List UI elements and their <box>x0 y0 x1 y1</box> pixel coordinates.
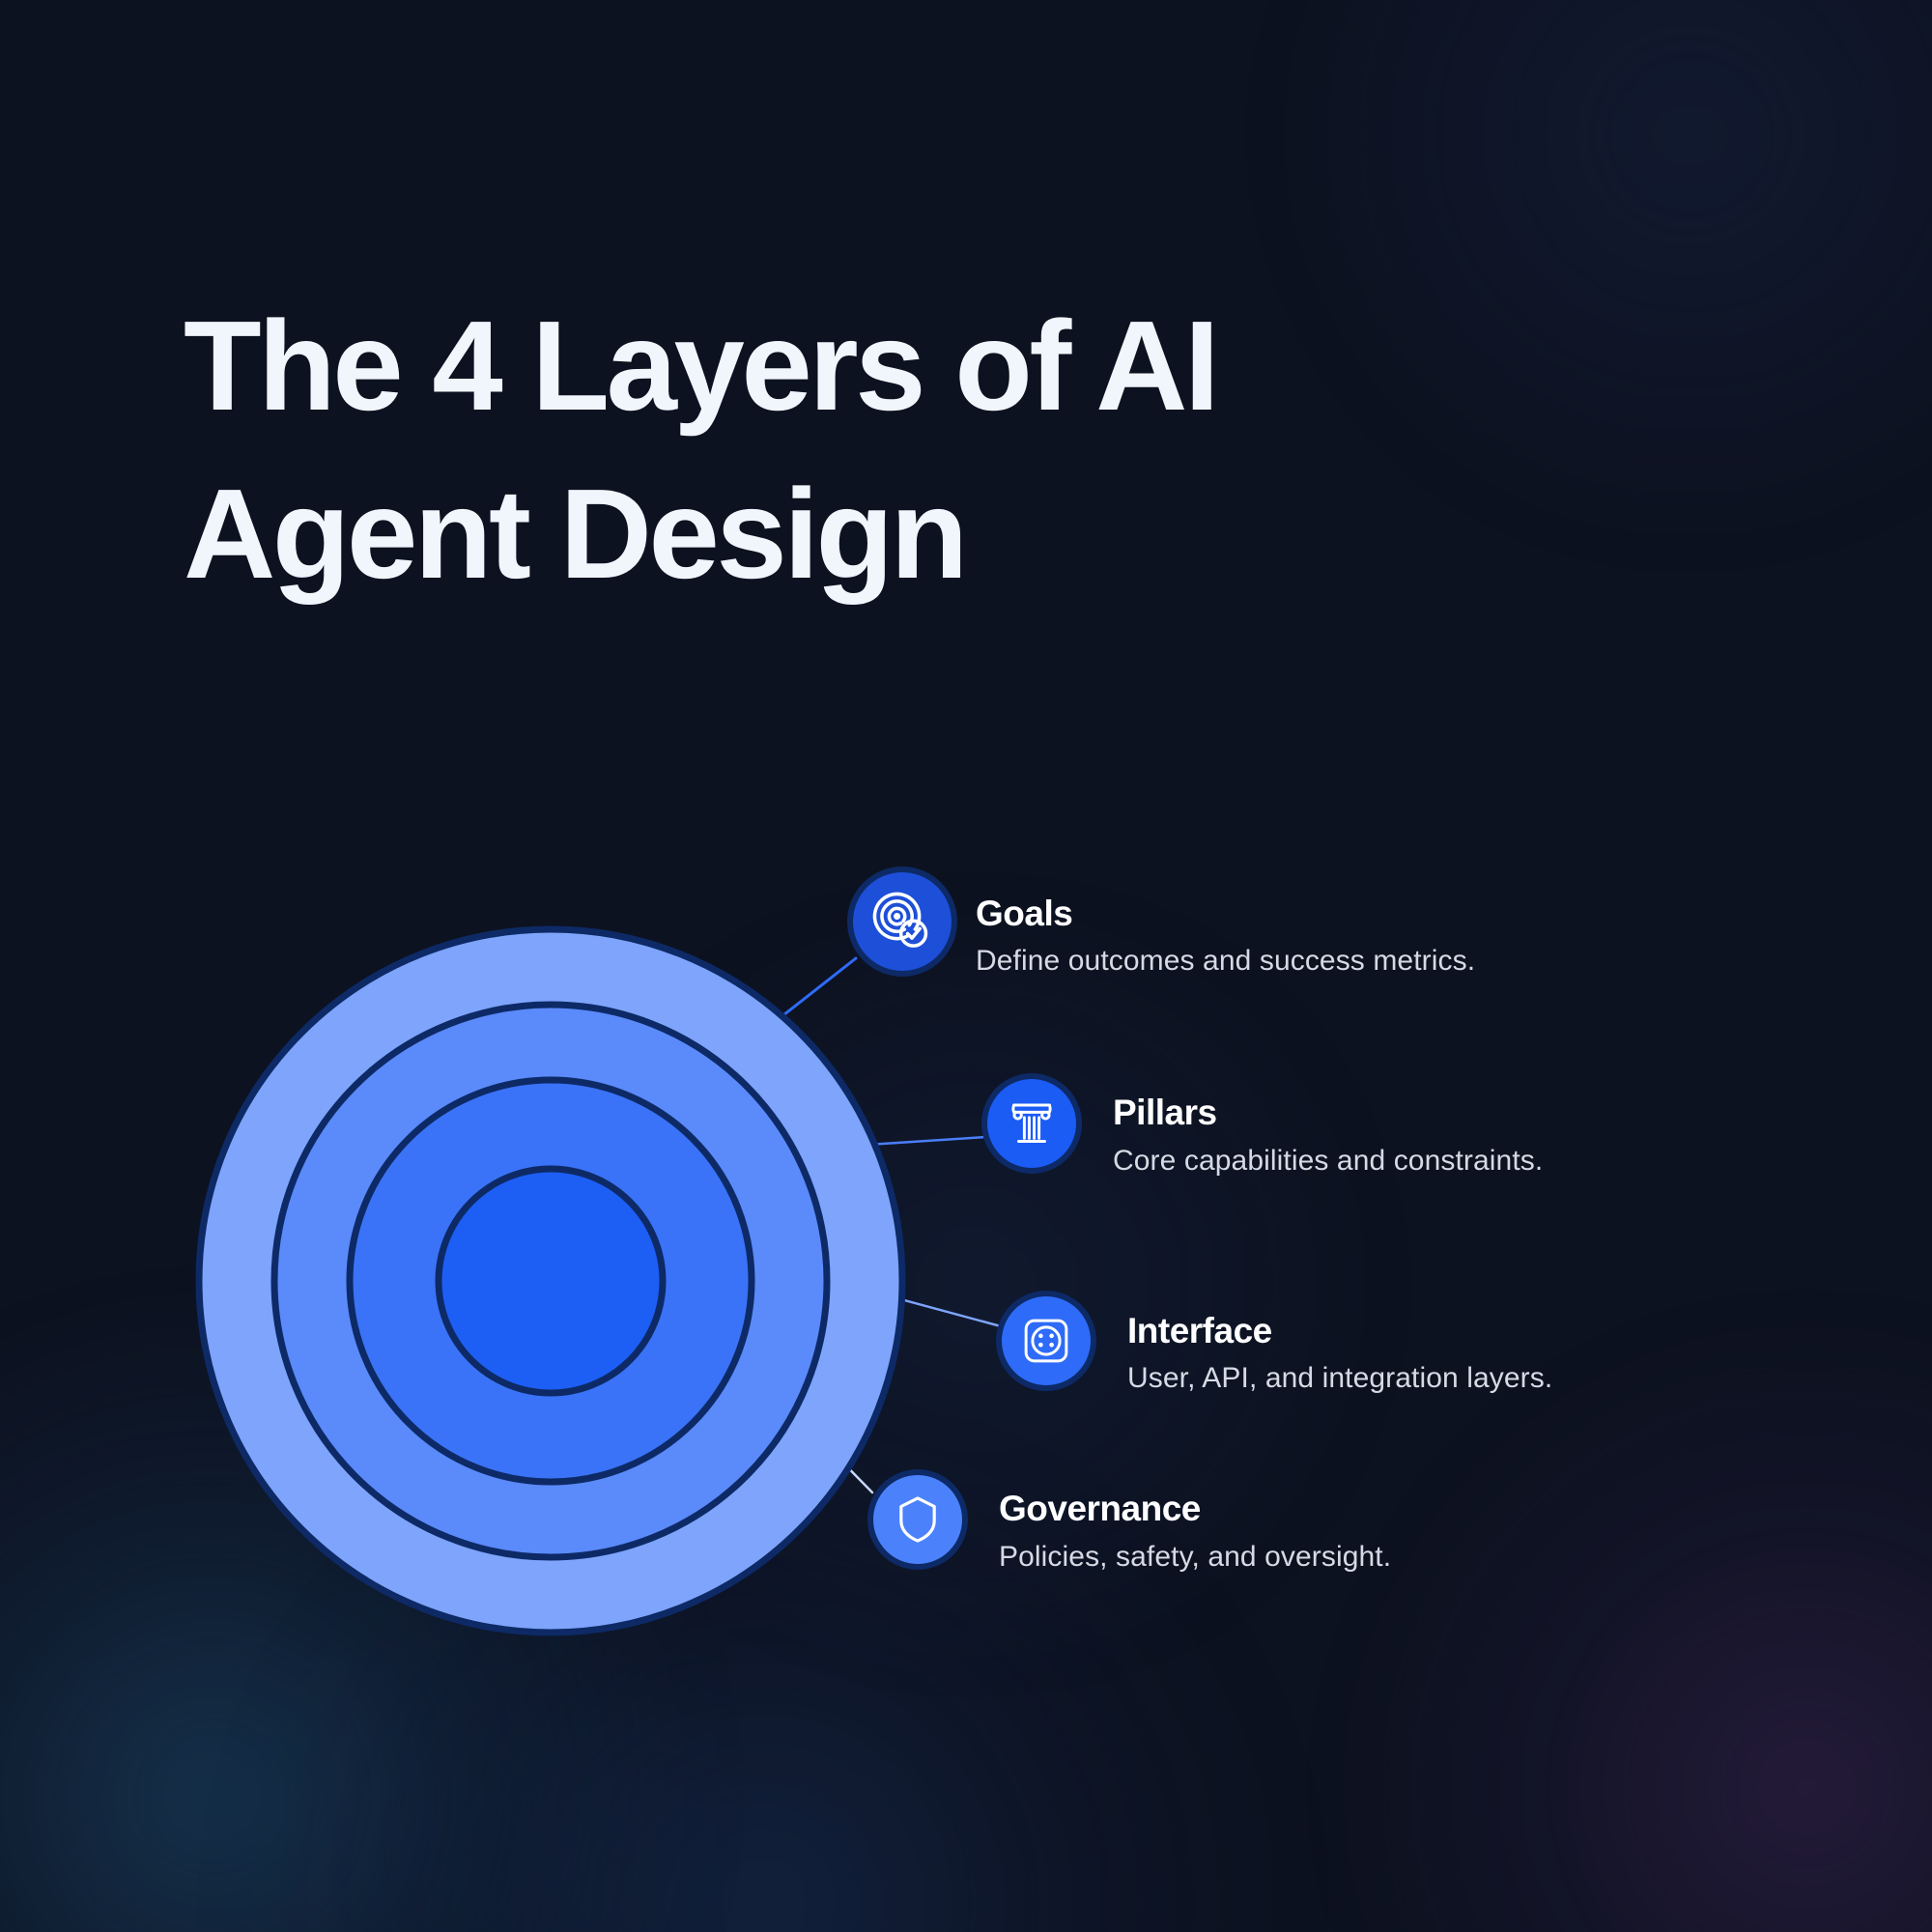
legend-label-interface: Interface <box>1127 1311 1272 1350</box>
badge-interface[interactable] <box>996 1291 1096 1391</box>
legend-label-pillars: Pillars <box>1113 1093 1217 1132</box>
legend-desc-interface: User, API, and integration layers. <box>1127 1362 1553 1394</box>
target-check-icon <box>872 892 928 948</box>
column-icon <box>1011 1103 1052 1143</box>
page-title: The 4 Layers of AI Agent Design <box>184 295 1220 606</box>
legend-label-governance: Governance <box>999 1489 1201 1528</box>
concentric-rings <box>195 925 906 1636</box>
legend-label-goals: Goals <box>976 894 1073 933</box>
socket-icon <box>1024 1319 1068 1363</box>
legend-desc-governance: Policies, safety, and oversight. <box>999 1541 1392 1573</box>
badge-pillars[interactable] <box>981 1073 1082 1174</box>
legend-desc-pillars: Core capabilities and constraints. <box>1113 1145 1544 1177</box>
badge-goals[interactable] <box>847 867 957 977</box>
layer-badges <box>847 867 1096 1570</box>
ring-goals[interactable] <box>435 1165 667 1397</box>
badge-governance[interactable] <box>867 1469 968 1570</box>
shield-icon <box>899 1496 936 1543</box>
legend-desc-goals: Define outcomes and success metrics. <box>976 945 1476 977</box>
